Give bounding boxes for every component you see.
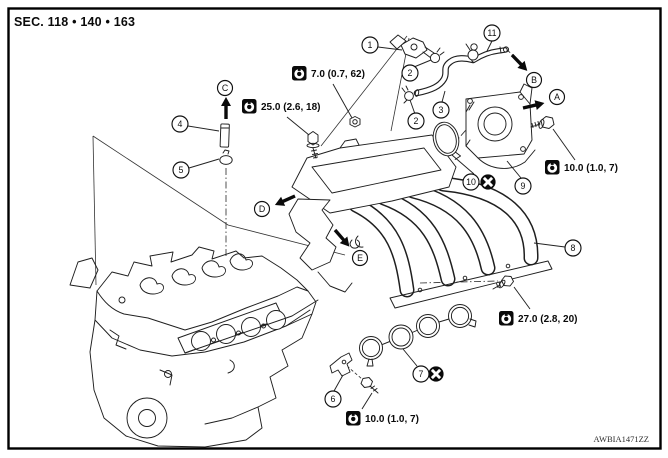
callout-part-5: 5 [172,158,220,179]
pin-clip-illustration [219,123,233,165]
svg-text:5: 5 [179,165,184,175]
callout-view-B: B [525,71,543,89]
callout-part-10: 10 [451,154,480,191]
callout-part-4: 4 [171,115,220,133]
throttle-body-illustration [465,83,536,169]
callout-part-1: 1 [361,36,403,54]
svg-text:7.0 (0.7, 62): 7.0 (0.7, 62) [311,69,365,80]
callout-part-9: 9 [506,160,532,195]
torque-wrench-icon [346,411,361,426]
callout-view-D: D [253,200,271,218]
callout-view-A: A [548,88,566,106]
torque-label-10-right: 10.0 (1.0, 7) [545,128,618,175]
view-arrow-B [508,51,531,75]
view-callouts: A B C D E [216,71,566,267]
figure-code: AWBIA1471ZZ [593,434,649,444]
torque-label-25: 25.0 (2.6, 18) [242,99,320,136]
svg-text:10.0 (1.0, 7): 10.0 (1.0, 7) [365,414,419,425]
bracket-illustration [329,352,353,377]
torque-label-10-bottom: 10.0 (1.0, 7) [346,392,419,426]
svg-text:9: 9 [521,181,526,191]
torque-label-7: 7.0 (0.7, 62) [292,66,365,119]
svg-text:7: 7 [419,369,424,379]
svg-text:A: A [554,92,560,102]
torque-wrench-icon [292,66,307,81]
callout-part-7: 7 [402,348,430,383]
throttle-gasket-illustration [432,121,462,160]
valve-hose-illustration [389,34,510,104]
callout-part-6: 6 [324,374,344,408]
view-arrow-C [221,97,231,119]
svg-text:C: C [222,83,229,93]
svg-text:D: D [259,204,265,214]
svg-text:2: 2 [408,68,413,78]
port-gaskets-illustration [359,304,477,367]
callout-part-3: 3 [432,90,450,119]
intake-manifold-illustration [288,134,553,309]
figure-border [7,7,662,450]
do-not-reuse-icon [426,364,446,384]
engine-illustration [69,246,319,448]
torque-wrench-icon [242,99,257,114]
torque-wrench-icon [545,160,560,175]
svg-text:11: 11 [487,28,496,38]
svg-text:27.0 (2.8, 20): 27.0 (2.8, 20) [518,314,577,325]
callout-part-2: 2 [401,59,432,82]
section-title: SEC. 118 • 140 • 163 [14,15,135,29]
callout-part-8: 8 [533,239,582,257]
svg-text:10: 10 [466,177,476,187]
callout-part-11: 11 [483,24,501,52]
svg-text:25.0 (2.6, 18): 25.0 (2.6, 18) [261,102,320,113]
callout-view-C: C [216,79,234,97]
svg-text:4: 4 [178,119,183,129]
torque-labels: 7.0 (0.7, 62) 25.0 (2.6, 18) 10.0 (1.0, … [242,66,618,426]
callout-view-E: E [351,249,369,267]
svg-text:1: 1 [368,40,373,50]
svg-text:B: B [531,75,537,85]
svg-text:6: 6 [331,394,336,404]
fasteners-illustration [306,116,555,394]
svg-text:3: 3 [439,105,444,115]
svg-text:E: E [357,253,363,263]
callout-part-2b: 2 [407,99,425,130]
part-callouts: 1 2 2 3 4 5 6 [171,24,582,408]
torque-label-27: 27.0 (2.8, 20) [499,286,577,326]
svg-text:2: 2 [414,116,419,126]
svg-text:8: 8 [571,243,576,253]
torque-wrench-icon [499,311,514,326]
svg-text:10.0 (1.0, 7): 10.0 (1.0, 7) [564,163,618,174]
do-not-reuse-icon [478,172,498,192]
